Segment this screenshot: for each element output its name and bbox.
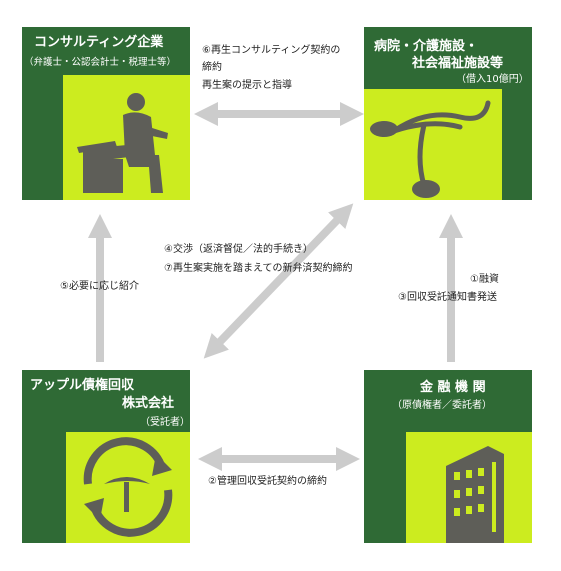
node-apple-title-line1: アップル債権回収 [30, 378, 135, 393]
node-hospital: 病院・介護施設・ 社会福祉施設等 （借入10億円） [364, 27, 532, 200]
arrow-apple-hospital [203, 203, 354, 359]
edge-label-1: ①融資 [470, 274, 499, 285]
stethoscope-icon [370, 100, 491, 198]
node-apple-title-line2: 株式会社 [122, 396, 175, 411]
edge-label-5: ⑤必要に応じ紹介 [60, 281, 139, 292]
edge-label-3: ③回収受託通知書発送 [398, 292, 497, 303]
edge-label-4: ④交渉（返済督促／法的手続き） [164, 244, 313, 255]
node-apple-subtitle: （受託者） [140, 417, 190, 428]
edge-label-6-line1: ⑥再生コンサルティング契約の [202, 45, 341, 56]
node-bank: 金 融 機 関 （原債権者／委託者） [364, 370, 532, 543]
node-bank-title: 金 融 機 関 [420, 380, 486, 395]
node-consulting-title: コンサルティング企業 [34, 35, 164, 50]
edge-label-2: ②管理回収受託契約の締約 [208, 476, 327, 487]
node-hospital-title-line2: 社会福祉施設等 [412, 56, 504, 71]
person-at-desk-icon [77, 93, 168, 193]
edge-label-7: ⑦再生案実施を踏まえての新弁済契約締約 [164, 263, 353, 274]
building-icon [446, 446, 504, 543]
node-hospital-title-line1: 病院・介護施設・ [374, 39, 479, 54]
edge-label-6-line2: 締約 [202, 62, 222, 73]
node-consulting: コンサルティング企業 （弁護士・公認会計士・税理士等） [22, 27, 190, 200]
node-hospital-panel [364, 89, 502, 200]
node-apple-panel [66, 432, 190, 543]
node-bank-panel [406, 432, 532, 543]
node-hospital-subtitle: （借入10億円） [456, 74, 529, 85]
node-consulting-panel [63, 75, 190, 200]
edge-label-6-line3: 再生案の提示と指導 [202, 80, 292, 91]
recycle-tree-icon [83, 437, 173, 537]
node-apple: アップル債権回収 株式会社 （受託者） [22, 370, 190, 543]
node-consulting-subtitle: （弁護士・公認会計士・税理士等） [24, 57, 177, 68]
node-bank-subtitle: （原債権者／委託者） [392, 400, 492, 411]
